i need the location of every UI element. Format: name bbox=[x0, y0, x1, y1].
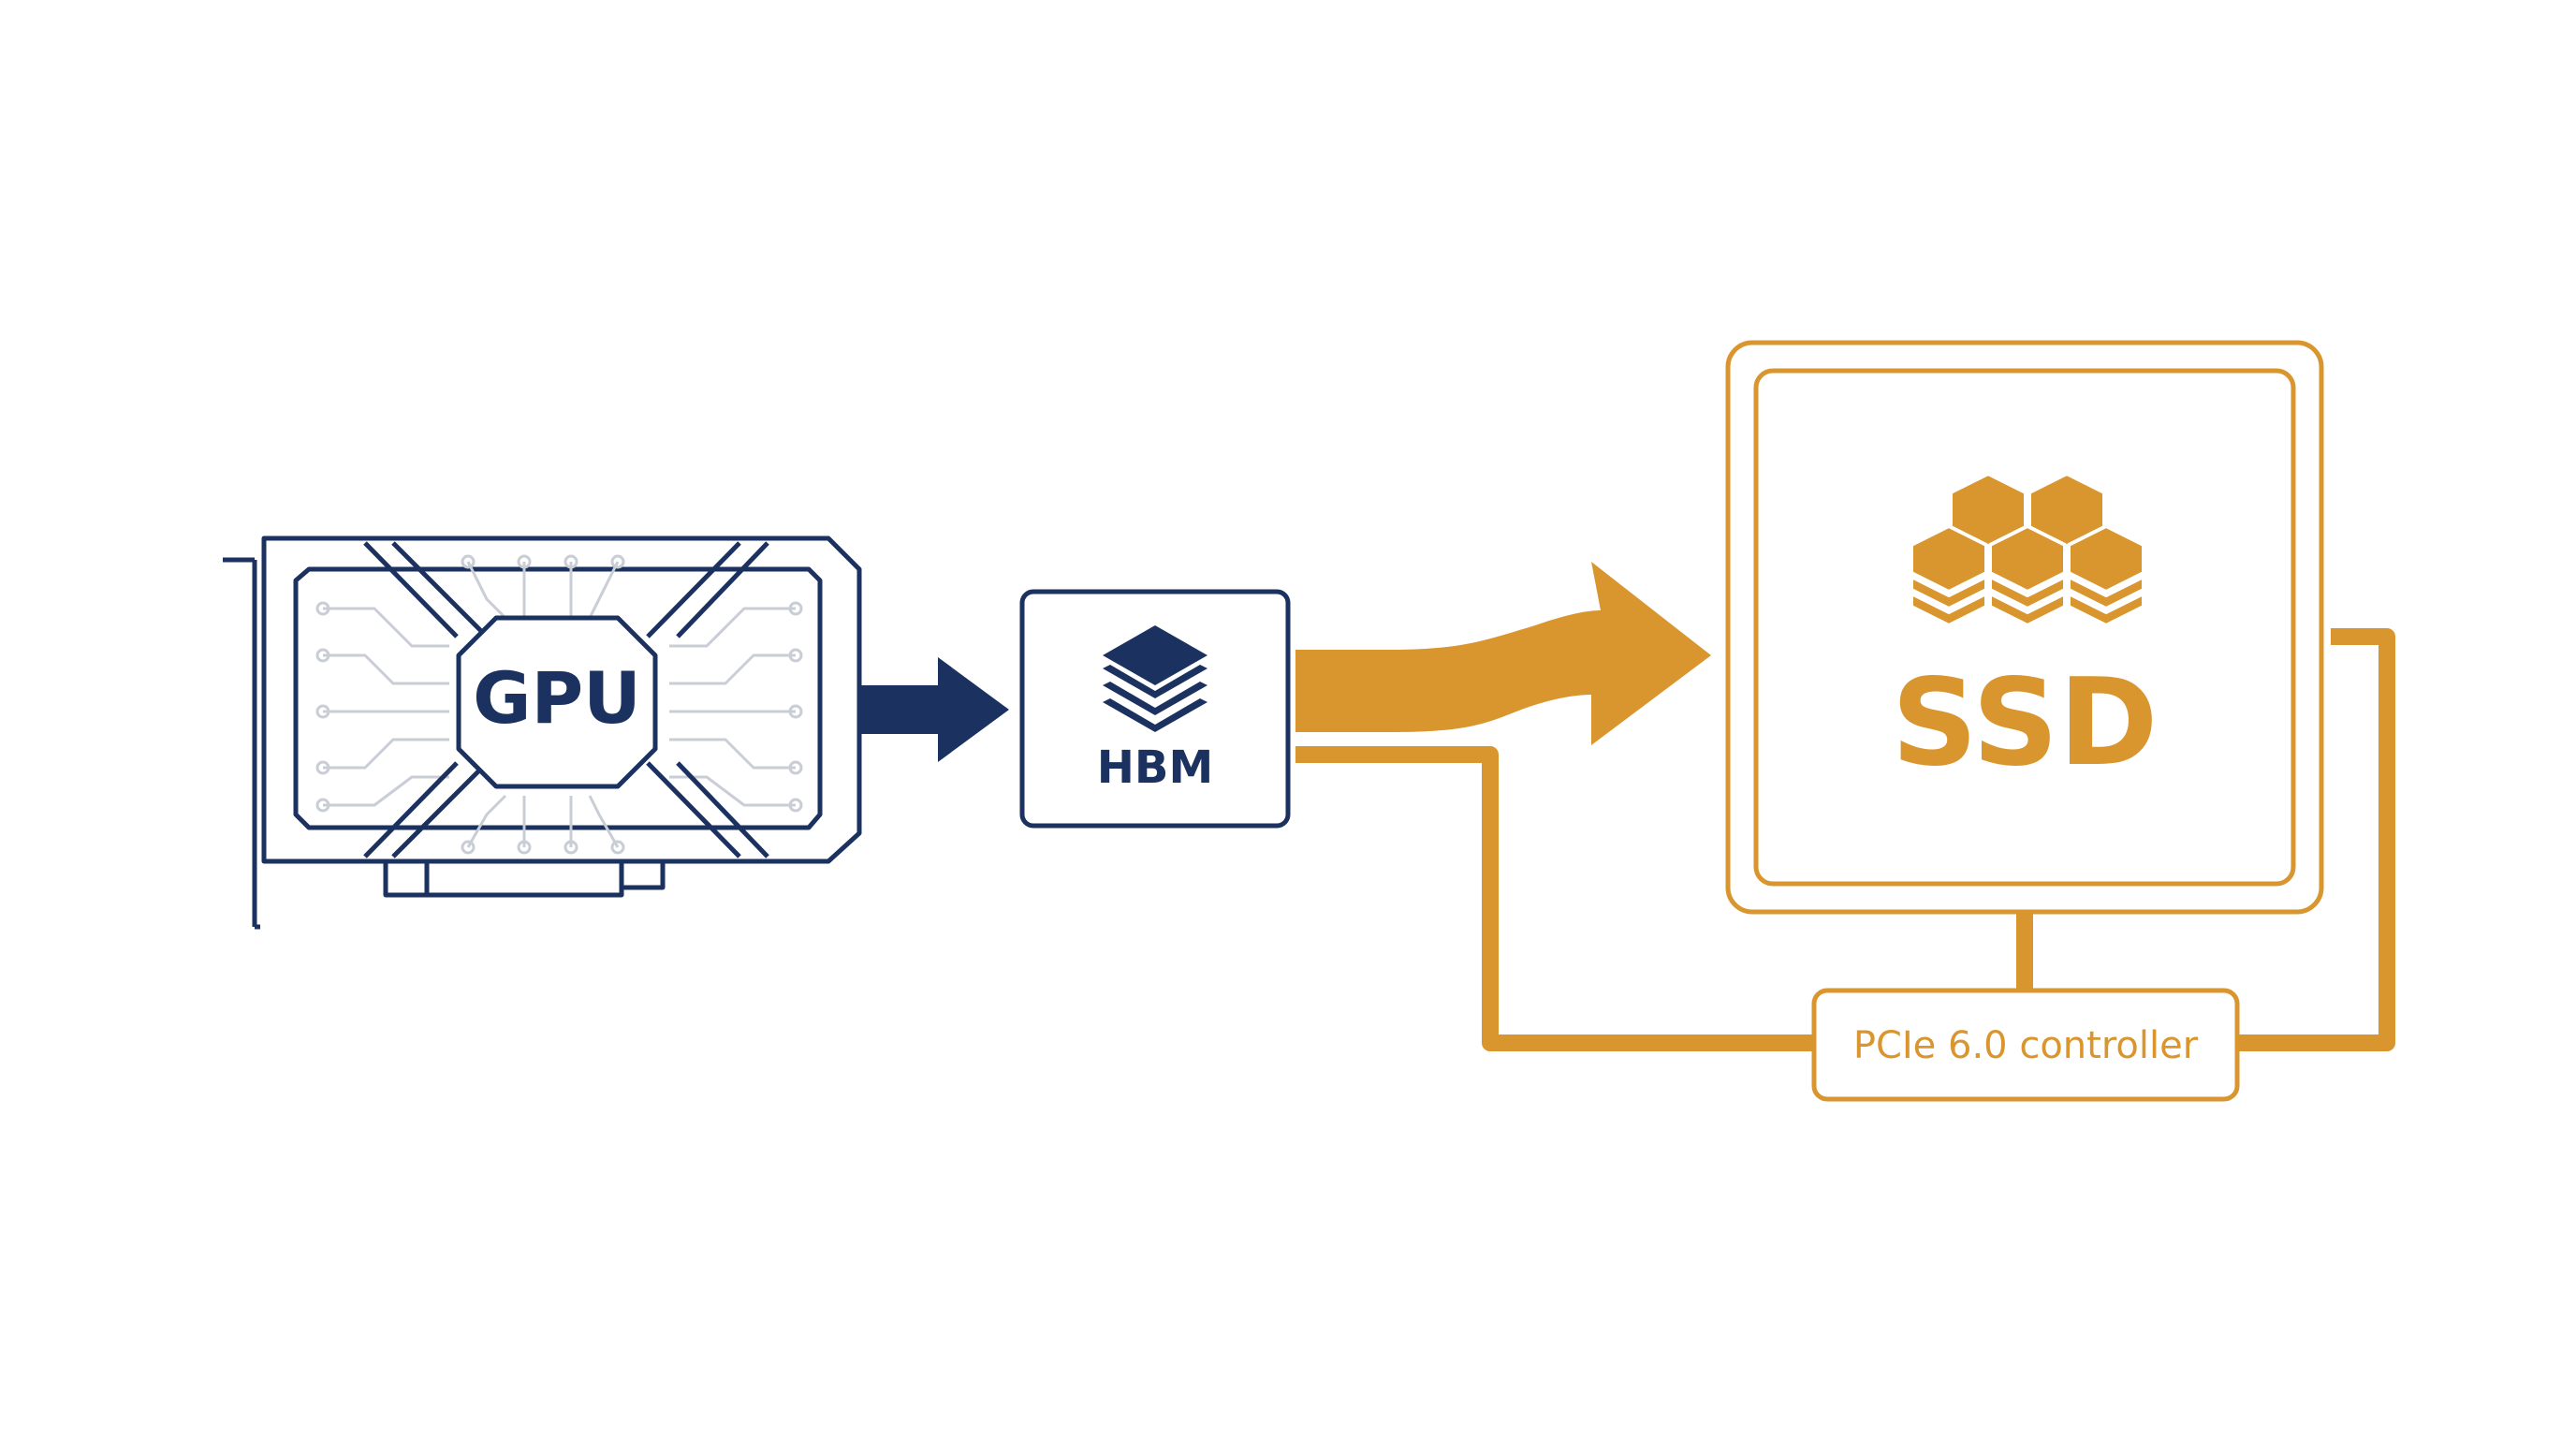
ssd-inner-frame bbox=[1753, 368, 2296, 887]
ssd-module: SSD bbox=[1725, 340, 2324, 915]
hbm-module: HBM bbox=[1019, 589, 1291, 829]
stacked-layers-icon bbox=[1103, 625, 1208, 732]
ssd-to-controller-stem bbox=[2016, 912, 2033, 990]
gpu-heatsink-bars bbox=[363, 541, 769, 858]
hbm-label: HBM bbox=[1097, 741, 1214, 794]
pcie-controller: PCIe 6.0 controller bbox=[1811, 988, 2240, 1102]
ssd-label: SSD bbox=[1892, 653, 2159, 793]
ssd-outer-frame bbox=[1725, 340, 2324, 915]
pcie-controller-label: PCIe 6.0 controller bbox=[1853, 1024, 2199, 1067]
hbm-to-controller-line bbox=[1295, 746, 1814, 1051]
gpu-to-hbm-arrow bbox=[861, 657, 1009, 762]
gpu-chip bbox=[456, 615, 658, 789]
pcie-controller-box bbox=[1811, 988, 2240, 1102]
gpu-card: GPU bbox=[223, 536, 862, 930]
hbm-to-ssd-flow-arrow bbox=[1295, 562, 1711, 745]
gpu-board bbox=[261, 536, 862, 864]
gpu-label: GPU bbox=[473, 656, 641, 740]
gpu-shroud bbox=[293, 566, 823, 830]
gpu-circuit-traces bbox=[315, 554, 803, 855]
gpu-bracket bbox=[223, 557, 260, 930]
hexagon-stacks-icon bbox=[1910, 472, 2145, 627]
controller-to-ssd-line bbox=[2237, 628, 2395, 1051]
gpu-pcie-connector bbox=[383, 858, 666, 898]
